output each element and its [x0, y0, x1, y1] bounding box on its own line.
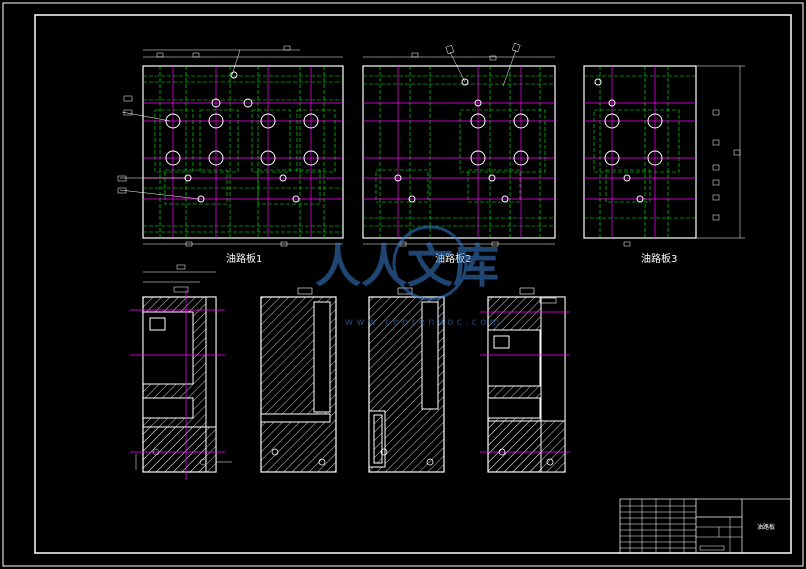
- plate3-label: 油路板3: [641, 252, 677, 265]
- section-view-c: [368, 287, 445, 473]
- plate2-top-view: 油路板2: [362, 42, 556, 265]
- section-view-b: [260, 287, 337, 473]
- title-block: [619, 498, 792, 554]
- drawing-name: 油路板: [757, 523, 775, 531]
- plate1-top-view: 油路板1: [117, 45, 344, 265]
- section-view-d: [480, 287, 570, 473]
- svg-text:人人文库: 人人文库: [315, 239, 499, 293]
- plate2-label: 油路板2: [435, 252, 471, 265]
- svg-text:w w w . r e n r e n d o c . c: w w w . r e n r e n d o c . c o m: [345, 317, 499, 328]
- plate1-label: 油路板1: [226, 252, 262, 265]
- inner-border: [34, 14, 792, 554]
- plate3-top-view: 油路板3: [583, 65, 745, 265]
- watermark: 人人文库 w w w . r e n r e n d o c . c o m: [315, 225, 499, 328]
- section-view-a: [130, 264, 232, 480]
